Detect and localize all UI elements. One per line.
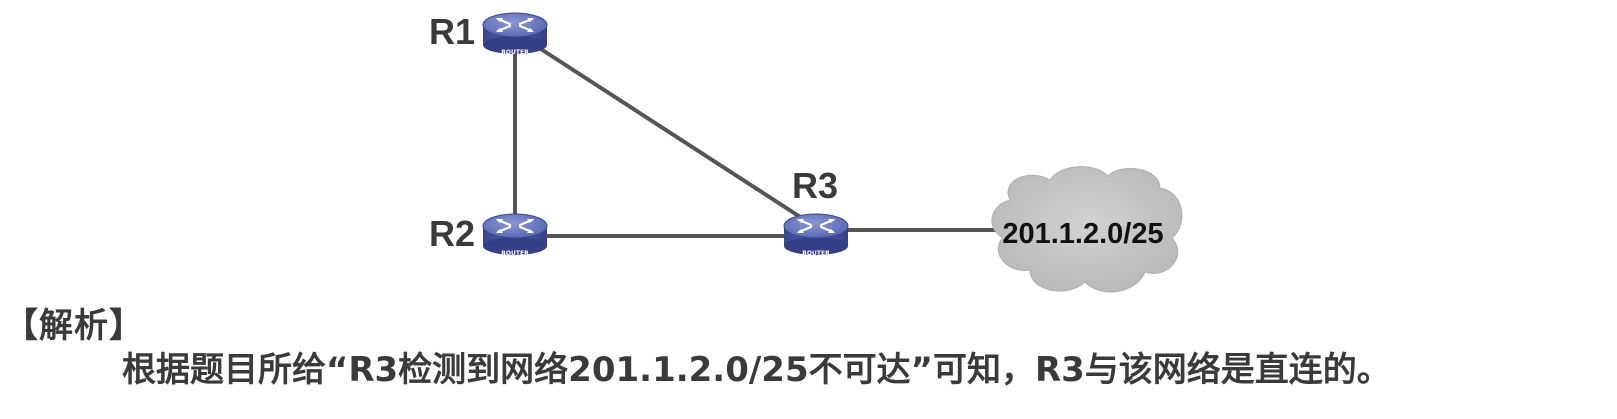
router-r2: ROUTER R2 [429,212,549,257]
links [513,36,1002,238]
router-label-r3: R3 [792,165,838,206]
router-label-r2: R2 [429,213,475,254]
router-badge: ROUTER [501,250,529,257]
network-label: 201.1.2.0/25 [1002,218,1163,250]
router-badge: ROUTER [802,250,830,257]
analysis-heading: 【解析】 [4,306,144,346]
router-label-r1: R1 [429,11,475,52]
network-cloud: 201.1.2.0/25 [991,166,1183,293]
analysis-text: 根据题目所给“R3检测到网络201.1.2.0/25不可达”可知，R3与该网络是… [122,350,1391,390]
router-r1: ROUTER R1 [429,11,549,56]
router-icon [481,11,549,56]
cloud-icon [991,166,1183,293]
network-topology-diagram: 201.1.2.0/25 ROUTER R1 ROUTER R2 ROUTER … [429,11,1183,293]
router-r3: ROUTER R3 [782,165,850,257]
router-badge: ROUTER [501,49,529,56]
router-icon [782,212,850,257]
router-icon [481,212,549,257]
link-r1-r3 [528,40,810,224]
